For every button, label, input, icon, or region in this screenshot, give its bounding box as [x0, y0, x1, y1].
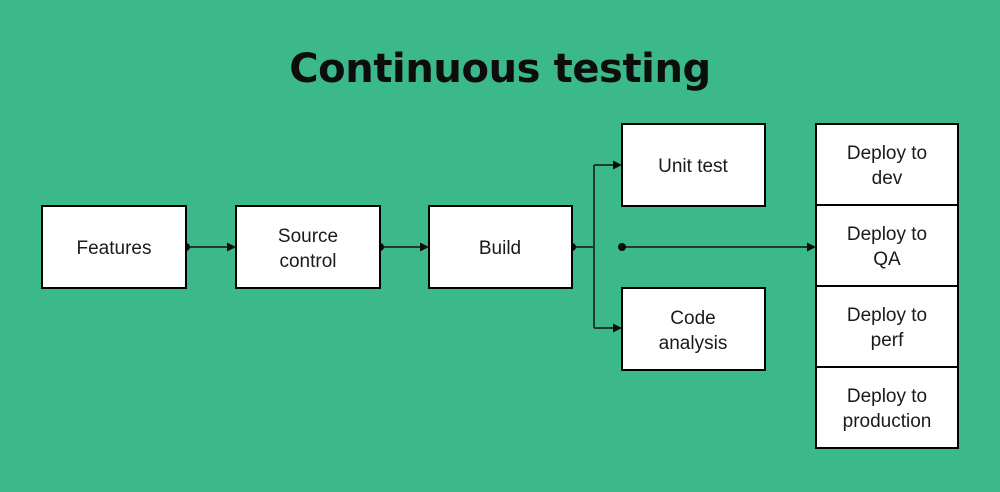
node-build[interactable]: Build: [428, 205, 573, 289]
deploy-dev-label-line2: dev: [872, 168, 903, 189]
edge-build-branch-trunk: [568, 160, 622, 333]
node-features-label: Features: [77, 238, 152, 259]
node-unit-test[interactable]: Unit test: [621, 123, 766, 207]
deploy-perf-label-line2: perf: [871, 330, 904, 351]
page-title: Continuous testing: [289, 46, 711, 92]
deploy-stack-item-production[interactable]: Deploy to production: [815, 366, 959, 449]
deploy-qa-label-line1: Deploy to: [847, 224, 927, 245]
deploy-qa-label-line2: QA: [873, 249, 901, 270]
deploy-stack-item-dev[interactable]: Deploy to dev: [815, 123, 959, 206]
deploy-production-label-line1: Deploy to: [847, 386, 927, 407]
deploy-stack: Deploy to dev Deploy to QA Deploy to per…: [815, 123, 959, 449]
node-unit-test-label: Unit test: [658, 156, 728, 177]
node-source-control-label-line1: Source: [278, 226, 338, 247]
deploy-dev-label-line1: Deploy to: [847, 143, 927, 164]
edge-to-deploy-qa: [618, 242, 816, 252]
node-code-analysis-label-line1: Code: [670, 308, 715, 329]
node-code-analysis[interactable]: Code analysis: [621, 287, 766, 371]
node-features[interactable]: Features: [41, 205, 187, 289]
edge-features-to-source-control: [182, 242, 236, 252]
deploy-stack-item-perf[interactable]: Deploy to perf: [815, 285, 959, 368]
deploy-production-label-line2: production: [843, 411, 932, 432]
deploy-perf-label-line1: Deploy to: [847, 305, 927, 326]
node-build-label: Build: [479, 238, 521, 259]
edge-source-control-to-build: [376, 242, 429, 252]
node-code-analysis-label-line2: analysis: [659, 333, 728, 354]
node-source-control-label-line2: control: [279, 251, 336, 272]
node-source-control[interactable]: Source control: [235, 205, 381, 289]
deploy-stack-item-qa[interactable]: Deploy to QA: [815, 204, 959, 287]
